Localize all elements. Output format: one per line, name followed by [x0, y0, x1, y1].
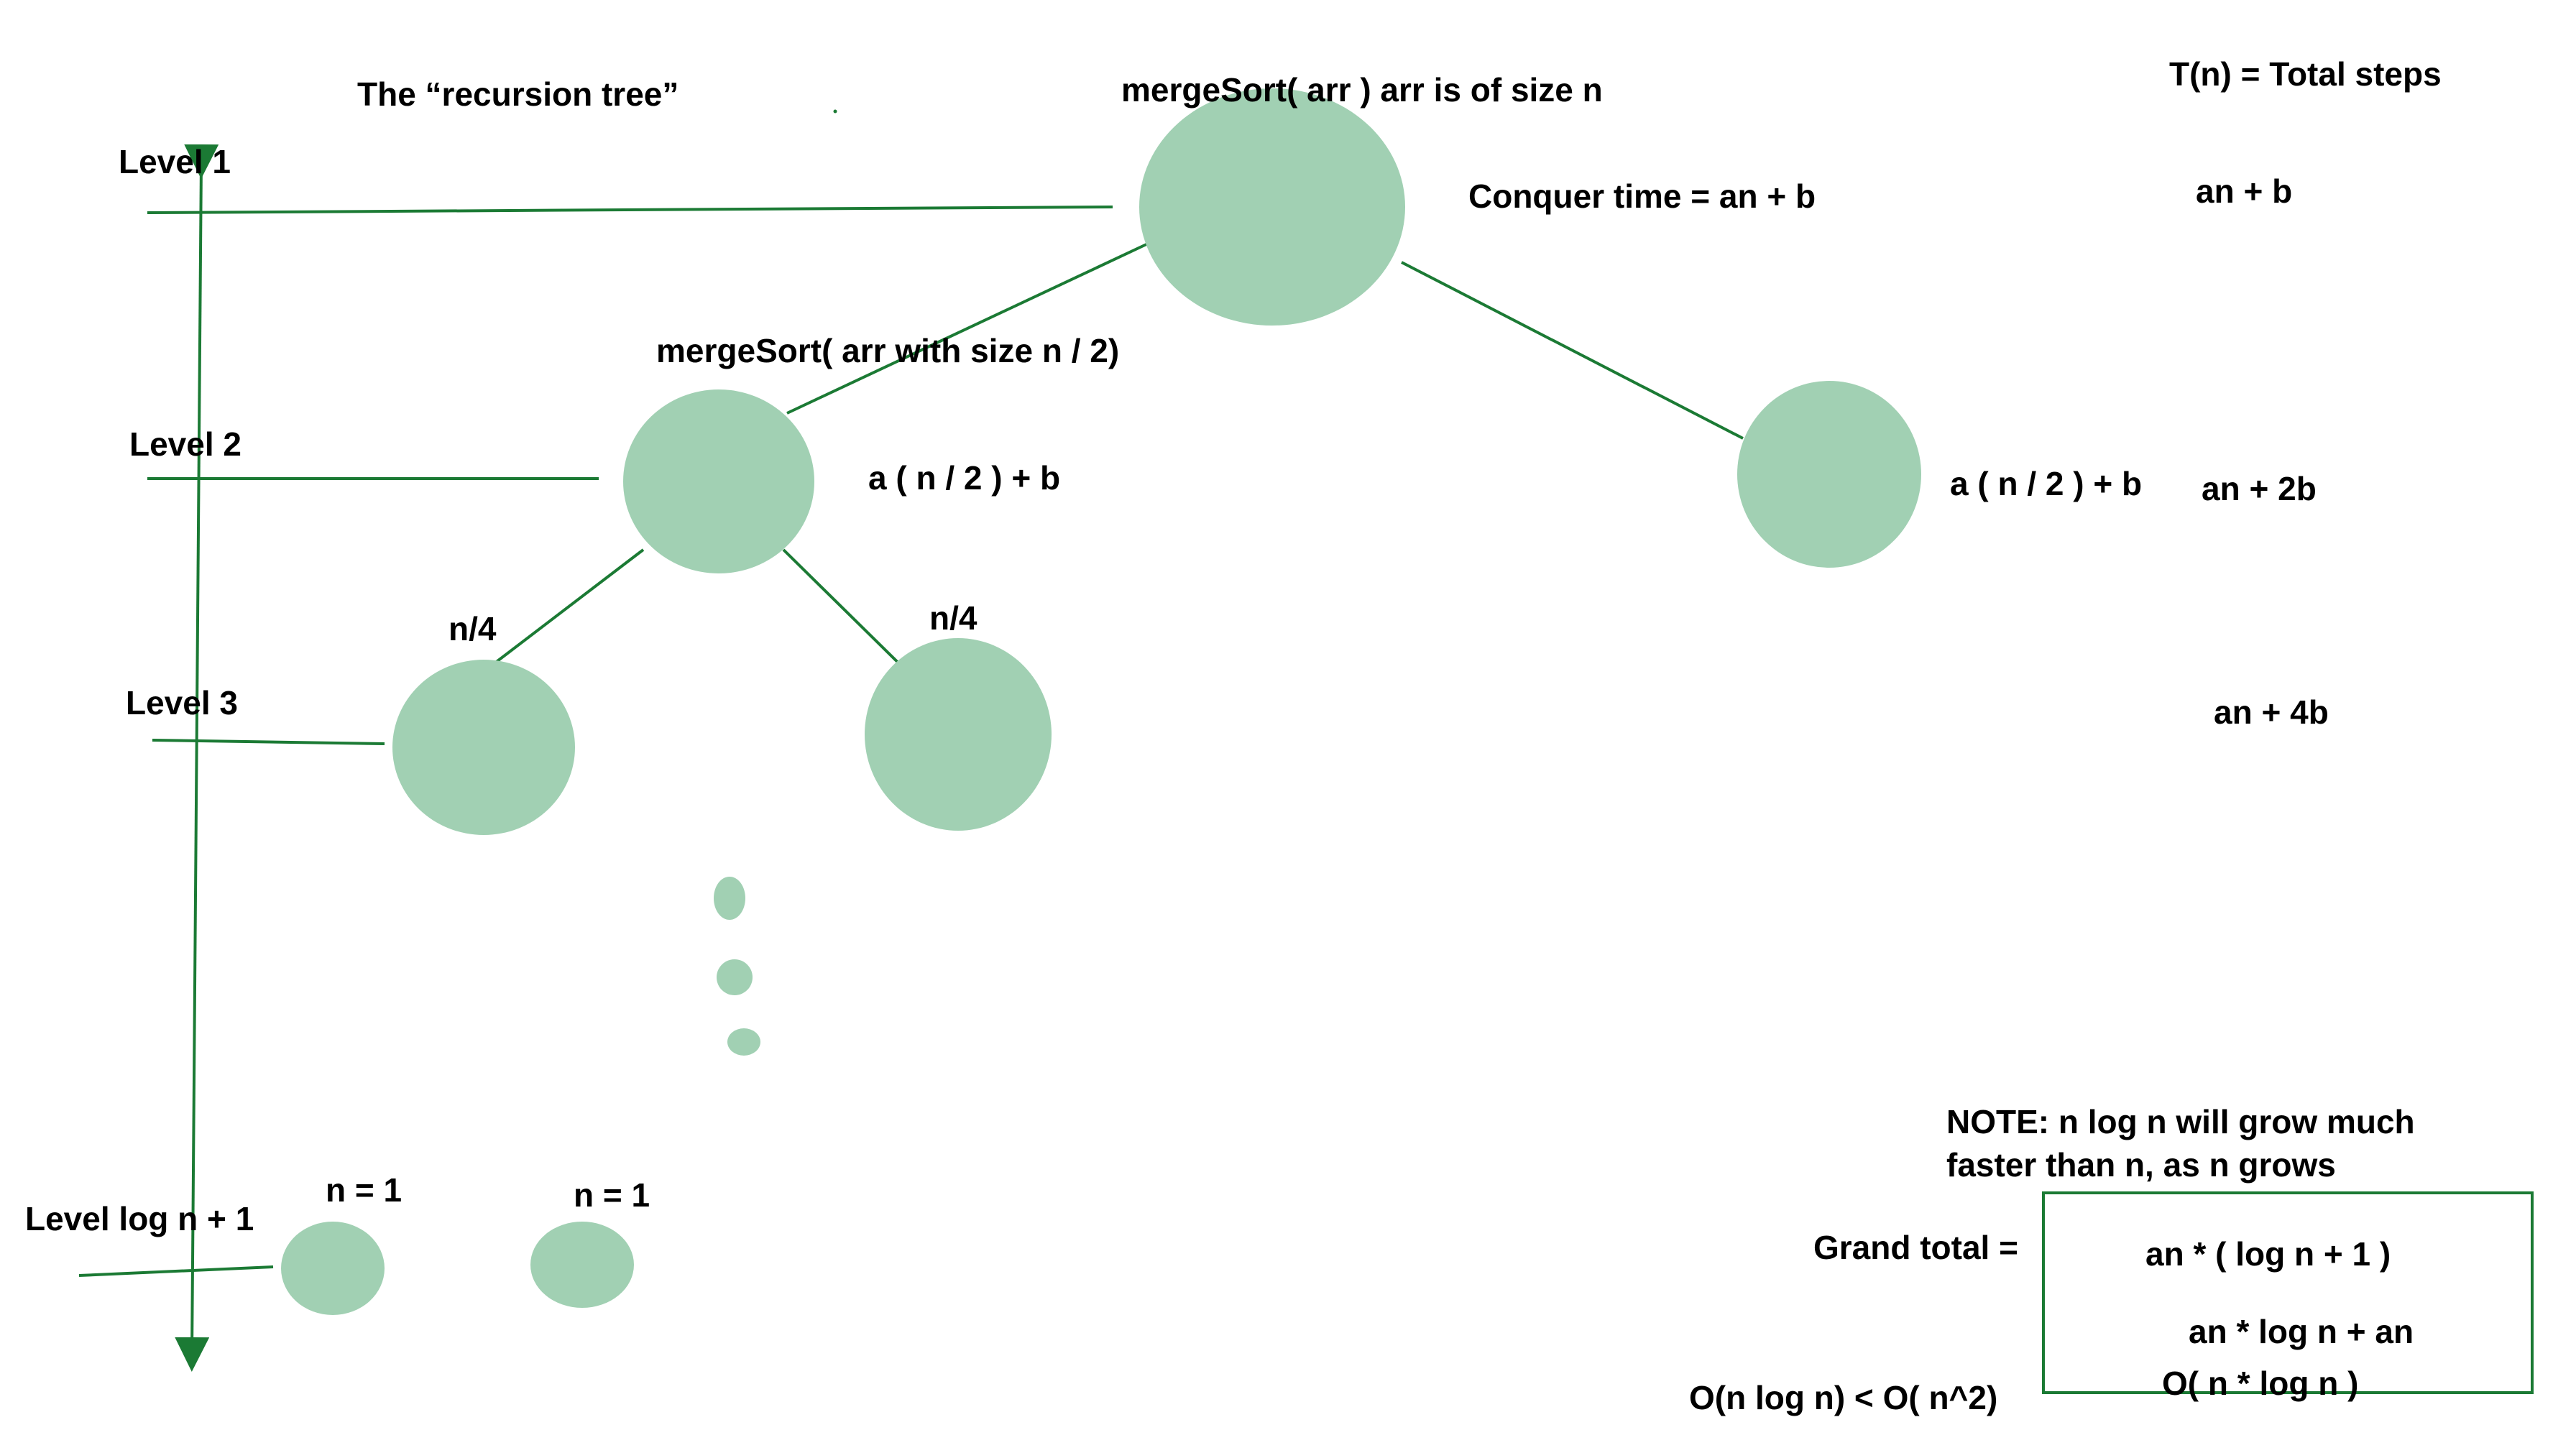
leaf-node-2 [530, 1222, 634, 1308]
continuation-dot-3 [727, 1028, 760, 1056]
diagram-title: The “recursion tree” [357, 75, 679, 113]
depth-axis-arrow [175, 144, 219, 1372]
level-last-label: Level log n + 1 [25, 1200, 254, 1237]
right-child-node [1737, 381, 1921, 568]
note-line-1: NOTE: n log n will grow much [1946, 1103, 2415, 1140]
grand-total-box [2042, 1191, 2534, 1394]
level-2-label: Level 2 [129, 425, 242, 463]
continuation-dot-1 [714, 877, 745, 920]
level-1-label: Level 1 [119, 143, 231, 180]
root-call-label: mergeSort( arr ) arr is of size n [1121, 71, 1603, 109]
total-steps-header: T(n) = Total steps [2169, 55, 2442, 93]
level-3-label: Level 3 [126, 684, 238, 721]
edge-root-left-child [786, 243, 1147, 415]
left-grandchild-node [392, 660, 575, 835]
note-line-2: faster than n, as n grows [1946, 1146, 2336, 1184]
level-3-total: an + 4b [2214, 693, 2329, 731]
level-1-total: an + b [2196, 172, 2293, 210]
leaf-node-1 [281, 1222, 385, 1315]
right-grandchild-node [865, 638, 1052, 831]
right-grandchild-size: n/4 [929, 599, 978, 637]
complexity-comparison: O(n log n) < O( n^2) [1689, 1379, 1998, 1416]
leaf-2-size: n = 1 [574, 1176, 650, 1214]
continuation-dot-2 [717, 959, 753, 995]
stray-dot [833, 109, 837, 114]
root-node [1139, 88, 1405, 326]
left-child-node [623, 389, 814, 573]
right-child-cost: a ( n / 2 ) + b [1950, 465, 2143, 502]
grand-total-label: Grand total = [1813, 1229, 2018, 1266]
level-last-guide-line [78, 1265, 274, 1277]
child-call-label: mergeSort( arr with size n / 2) [656, 332, 1120, 369]
total-formula-1: an * ( log n + 1 ) [2145, 1235, 2391, 1273]
left-child-cost: a ( n / 2 ) + b [868, 459, 1061, 497]
total-formula-2: an * log n + an [2189, 1313, 2414, 1350]
level-3-guide-line [152, 739, 385, 745]
edge-root-right-child [1401, 261, 1744, 440]
total-big-o: O( n * log n ) [2162, 1365, 2359, 1402]
level-1-guide-line [147, 206, 1113, 214]
level-2-total: an + 2b [2202, 470, 2317, 507]
conquer-time-label: Conquer time = an + b [1468, 177, 1816, 215]
left-grandchild-size: n/4 [448, 610, 497, 647]
leaf-1-size: n = 1 [326, 1171, 402, 1209]
